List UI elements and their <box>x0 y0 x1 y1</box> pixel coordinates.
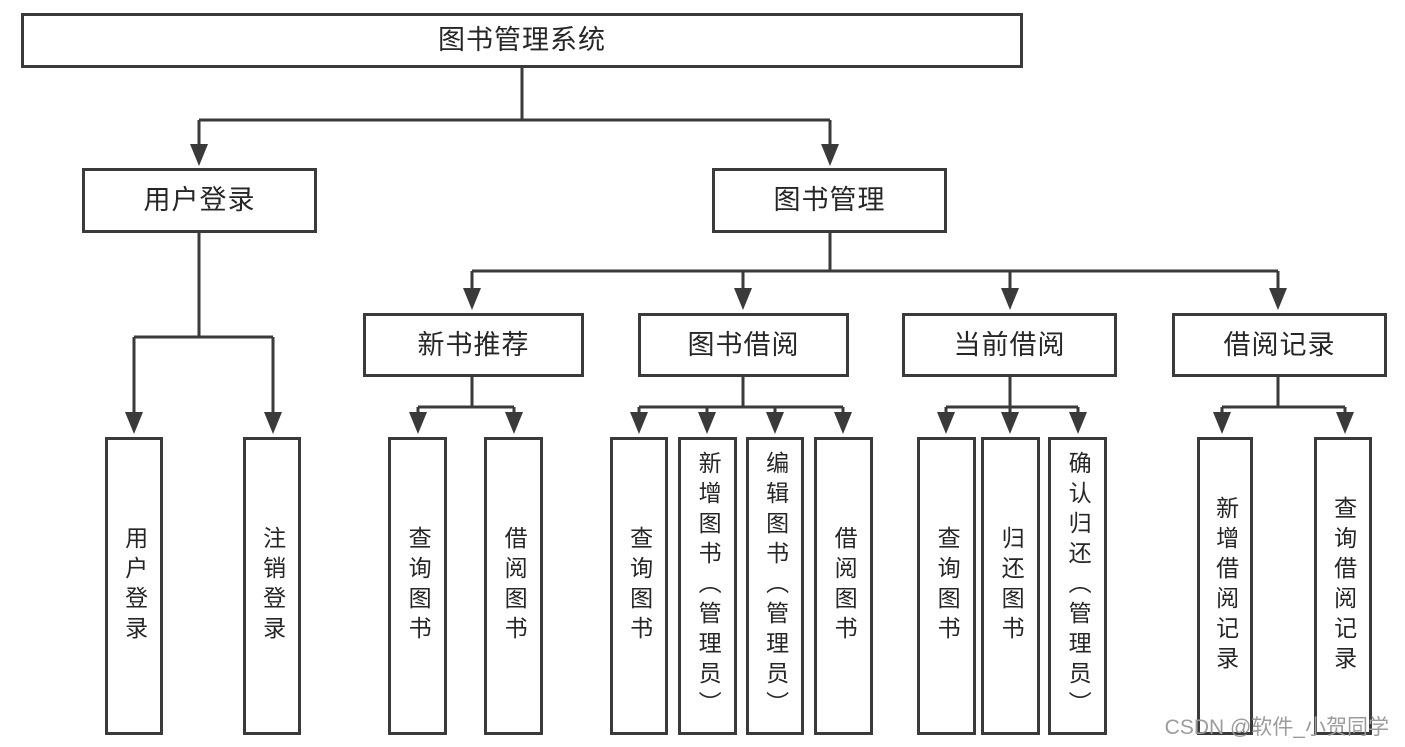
leaf-query-books-borrow: 查询图书 <box>610 437 668 735</box>
leaf-edit-book-admin: 编辑图书（管理员） <box>746 437 804 735</box>
leaf-borrow-books: 借阅图书 <box>814 437 873 735</box>
node-user-login: 用户登录 <box>82 168 317 233</box>
node-book-management: 图书管理 <box>712 168 947 233</box>
root-node-label: 图书管理系统 <box>438 25 606 55</box>
leaf-confirm-return-admin: 确认归还（管理员） <box>1048 437 1107 735</box>
node-current-borrowing-label: 当前借阅 <box>953 329 1066 360</box>
leaf-add-book-admin: 新增图书（管理员） <box>678 437 737 735</box>
leaf-edit-book-admin-label: 编辑图书（管理员） <box>762 451 789 721</box>
csdn-watermark: CSDN @软件_小贺同学 <box>1164 716 1389 739</box>
leaf-logout: 注销登录 <box>243 437 301 735</box>
leaf-logout-label: 注销登录 <box>259 526 286 646</box>
leaf-query-books-current-label: 查询图书 <box>934 526 961 646</box>
leaf-return-book: 归还图书 <box>981 437 1040 735</box>
node-borrowing-records: 借阅记录 <box>1172 313 1387 377</box>
leaf-query-books-current: 查询图书 <box>917 437 976 735</box>
leaf-add-book-admin-label: 新增图书（管理员） <box>695 451 722 721</box>
leaf-return-book-label: 归还图书 <box>998 526 1025 646</box>
node-book-borrowing: 图书借阅 <box>638 313 849 377</box>
node-user-login-label: 用户登录 <box>143 185 256 215</box>
leaf-query-books-borrow-label: 查询图书 <box>626 526 653 646</box>
node-book-borrowing-label: 图书借阅 <box>687 329 800 360</box>
leaf-add-borrow-record: 新增借阅记录 <box>1197 437 1253 735</box>
leaf-borrow-books-recommend: 借阅图书 <box>484 437 543 735</box>
node-borrowing-records-label: 借阅记录 <box>1223 329 1336 360</box>
leaf-query-books-recommend-label: 查询图书 <box>405 526 432 646</box>
root-node: 图书管理系统 <box>21 13 1023 68</box>
leaf-query-borrow-record-label: 查询借阅记录 <box>1330 496 1357 676</box>
leaf-user-login: 用户登录 <box>105 437 163 735</box>
leaf-borrow-books-recommend-label: 借阅图书 <box>501 526 528 646</box>
node-book-management-label: 图书管理 <box>773 185 886 215</box>
leaf-query-borrow-record: 查询借阅记录 <box>1314 437 1372 735</box>
node-new-book-recommend: 新书推荐 <box>363 313 584 377</box>
leaf-add-borrow-record-label: 新增借阅记录 <box>1212 496 1239 676</box>
node-current-borrowing: 当前借阅 <box>902 313 1117 377</box>
leaf-confirm-return-admin-label: 确认归还（管理员） <box>1065 451 1092 721</box>
leaf-user-login-label: 用户登录 <box>121 526 148 646</box>
node-new-book-recommend-label: 新书推荐 <box>417 329 530 360</box>
leaf-borrow-books-label: 借阅图书 <box>831 526 858 646</box>
leaf-query-books-recommend: 查询图书 <box>388 437 447 735</box>
